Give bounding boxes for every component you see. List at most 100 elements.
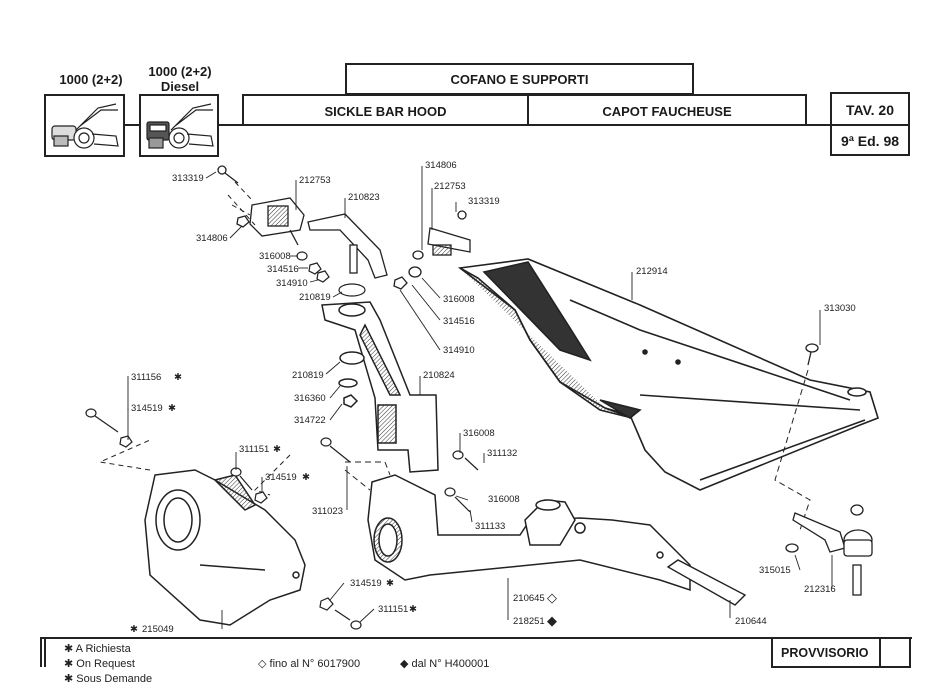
part-label: 210824 [423, 370, 455, 381]
asterisk-icon: ✱ [168, 403, 176, 414]
washers-stack-left [296, 251, 366, 297]
part-label: 212914 [636, 266, 668, 277]
part-label: 314516 [267, 264, 299, 275]
title-en: SICKLE BAR HOOD [324, 104, 447, 119]
part-label: 313030 [824, 303, 856, 314]
tiller-diesel-thumbnail [139, 94, 219, 157]
asterisk-icon: ✱ [386, 578, 394, 589]
leader-lines [127, 166, 833, 629]
nut-314806 [236, 215, 250, 228]
mount-212753-left [217, 165, 305, 246]
part-label: 311133 [475, 521, 505, 532]
legend-text: A Richiesta [75, 643, 131, 655]
legend-on-request-it: ✱ A Richiesta [64, 642, 131, 655]
part-label: 313319 [172, 173, 204, 184]
model-name: 1000 (2+2) [59, 72, 123, 87]
part-label: 314910 [276, 278, 308, 289]
status-label: PROVVISORIO [781, 646, 869, 660]
title-fr: CAPOT FAUCHEUSE [602, 104, 732, 119]
part-label: 210819 [292, 370, 324, 381]
legend-text: dal N° H400001 [411, 658, 490, 670]
asterisk-icon: ✱ [174, 372, 182, 383]
part-label: 316008 [259, 251, 291, 262]
header-connector [219, 124, 243, 126]
nut-315015 [785, 543, 799, 553]
legend-from-serial: ◆ dal N° H400001 [400, 657, 489, 670]
footer-left-bracket-inner [44, 637, 46, 667]
support-arm-210824 [321, 301, 439, 473]
part-label: 218251 [513, 616, 545, 627]
title-fr-box: CAPOT FAUCHEUSE [527, 94, 807, 126]
table-connector [807, 124, 830, 126]
asterisk-icon: ✱ [64, 658, 74, 670]
edition-box: 9ª Ed. 98 [830, 124, 910, 156]
mount-212753-right [393, 210, 471, 290]
legend-on-request-en: ✱ On Request [64, 657, 135, 670]
part-label: 215049 [142, 624, 174, 635]
diamond-filled-icon: ◆ [400, 658, 409, 670]
asterisk-icon: ✱ [64, 643, 74, 655]
model-name: 1000 (2+2) [148, 64, 212, 79]
diamond-open-icon: ◇ [258, 658, 267, 670]
asterisk-icon: ✱ [409, 604, 417, 615]
table-number: TAV. 20 [846, 102, 894, 118]
part-label: 315015 [759, 565, 791, 576]
status-box: PROVVISORIO [771, 639, 881, 668]
part-label: 212753 [434, 181, 466, 192]
part-label: 314519 [131, 403, 163, 414]
title-en-box: SICKLE BAR HOOD [242, 94, 529, 126]
tiller-diesel-icon [146, 103, 214, 149]
part-label: 210644 [735, 616, 767, 627]
asterisk-icon: ✱ [64, 673, 74, 685]
model-variant: Diesel [160, 79, 200, 94]
plate-210644 [666, 559, 747, 606]
legend-text: Sous Demande [76, 673, 153, 685]
assembly-line [774, 369, 811, 531]
part-label: 314806 [425, 160, 457, 171]
bolts-center [320, 437, 479, 513]
part-label: 316008 [488, 494, 520, 505]
thumb-connector [125, 124, 139, 126]
part-label: 311151 [378, 604, 408, 615]
lever-212316 [785, 504, 873, 596]
part-label: 316008 [443, 294, 475, 305]
part-label: 210819 [299, 292, 331, 303]
screw-313030 [805, 343, 819, 366]
edition: 9ª Ed. 98 [840, 133, 900, 149]
footer-left-bracket [40, 637, 42, 667]
legend-text: On Request [76, 658, 135, 670]
part-label: 210645 [513, 593, 545, 604]
part-label: 210823 [348, 192, 380, 203]
asterisk-icon: ✱ [302, 472, 310, 483]
diamond-open-icon: ◇ [547, 590, 557, 605]
model-label-petrol: 1000 (2+2) [44, 72, 138, 87]
legend-up-to-serial: ◇ fino al N° 6017900 [258, 657, 360, 670]
part-label: 212753 [299, 175, 331, 186]
bolts-left [85, 408, 362, 630]
part-label: 311156 [131, 372, 161, 383]
legend-text: fino al N° 6017900 [269, 658, 361, 670]
bracket-210823 [307, 213, 388, 279]
part-label: 314519 [350, 578, 382, 589]
title-it-box: COFANO E SUPPORTI [345, 63, 694, 95]
guard-215049 [144, 469, 306, 626]
legend-on-request-fr: ✱ Sous Demande [64, 672, 152, 685]
part-label: 314722 [294, 415, 326, 426]
part-label: 314516 [443, 316, 475, 327]
hood-212914 [457, 258, 879, 491]
part-label: 316008 [463, 428, 495, 439]
title-it: COFANO E SUPPORTI [450, 72, 589, 87]
part-label: 314806 [196, 233, 228, 244]
part-label: 212316 [804, 584, 836, 595]
footer-divider [40, 637, 912, 639]
asterisk-icon: ✱ [273, 444, 281, 455]
frame-210645 [367, 474, 691, 592]
part-label: 311023 [312, 506, 343, 517]
part-label: 316360 [294, 393, 326, 404]
table-number-box: TAV. 20 [830, 92, 910, 126]
diamond-filled-icon: ◆ [547, 613, 557, 628]
part-label: 311132 [487, 448, 517, 459]
asterisk-icon: ✱ [130, 624, 138, 635]
tiller-petrol-thumbnail [44, 94, 125, 157]
part-label: 314910 [443, 345, 475, 356]
